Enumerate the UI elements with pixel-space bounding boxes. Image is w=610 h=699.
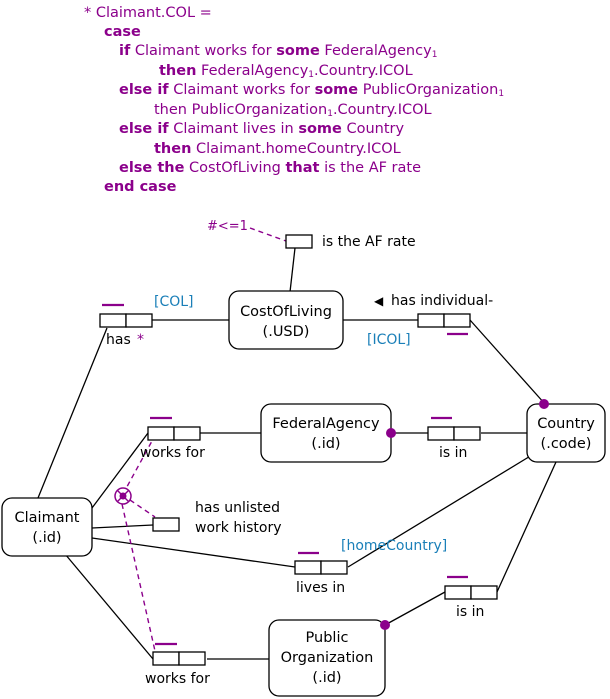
fact-po-is-in[interactable]: is in (444, 575, 498, 620)
role-name-homecountry: [homeCountry] (341, 538, 447, 554)
link-claimant-unlisted (91, 524, 154, 529)
fact-label: is in (456, 604, 484, 620)
rule-line-8: then Claimant.homeCountry.ICOL (154, 141, 401, 157)
entity-name-line1: Public (306, 630, 349, 646)
exclusive-or-constraint (114, 487, 132, 505)
fact-label: is in (439, 445, 467, 461)
fact-works-for-fa[interactable]: works for (140, 416, 205, 461)
fact-lives-in[interactable]: lives in [homeCountry] (294, 538, 447, 596)
entity-box[interactable] (228, 290, 344, 350)
mandatory-dot-federalagency (386, 428, 396, 438)
entity-name: Claimant (15, 510, 80, 526)
link-claimant-worksfor-po (59, 547, 154, 660)
rule-line-7: else if Claimant lives in some Country (119, 121, 405, 137)
link-claimant-worksfor-fa (91, 432, 149, 509)
entity-name: FederalAgency (272, 416, 380, 432)
fact-label: has individual- (391, 293, 493, 309)
role-box-1[interactable] (444, 585, 472, 600)
role-box[interactable] (152, 517, 180, 532)
role-box-2[interactable] (173, 426, 201, 441)
exclusion-line-po (121, 503, 156, 652)
entity-ref: (.id) (311, 436, 340, 452)
entity-ref: (.USD) (263, 324, 310, 340)
rule-line-9: else the CostOfLiving that is the AF rat… (119, 160, 422, 176)
role-box-2[interactable] (178, 651, 206, 666)
fact-af-rate[interactable]: is the AF rate #<=1 (207, 219, 416, 250)
link-claimant-has (37, 327, 108, 499)
reading-direction-arrow: ◀ (374, 294, 384, 308)
mandatory-dot-publicorganization (380, 620, 390, 630)
connectors (37, 247, 557, 660)
role-box[interactable] (285, 234, 313, 249)
rule-line-4: then FederalAgency1.Country.ICOL (159, 63, 413, 80)
entity-ref: (.code) (541, 436, 592, 452)
role-name-col: [COL] (154, 294, 194, 310)
fact-label-line2: work history (195, 520, 281, 536)
fact-label: is the AF rate (322, 234, 416, 250)
entity-ref: (.id) (32, 530, 61, 546)
role-box-1[interactable] (147, 426, 175, 441)
fact-individual-col[interactable]: ◀ has individual- [ICOL] (367, 293, 493, 348)
mandatory-dot-country (539, 399, 549, 409)
entity-country[interactable]: Country (.code) (526, 403, 606, 463)
fact-label: has (106, 332, 131, 348)
link-claimant-livesin (91, 537, 296, 568)
derived-marker: * (137, 332, 144, 348)
fact-label: lives in (296, 580, 345, 596)
link-po-isin (384, 591, 446, 626)
role-box-1[interactable] (294, 560, 322, 575)
fact-label: works for (140, 445, 205, 461)
link-isin-country-2 (496, 461, 557, 593)
fact-fa-is-in[interactable]: is in (427, 416, 481, 461)
rule-head: * Claimant.COL = (84, 5, 212, 21)
frequency-constraint: #<=1 (207, 219, 248, 234)
role-box-1[interactable] (152, 651, 180, 666)
role-box-2[interactable] (443, 313, 471, 328)
entity-name-line2: Organization (281, 650, 374, 666)
fact-label-line1: has unlisted (195, 500, 280, 516)
role-box-2[interactable] (453, 426, 481, 441)
derivation-rule: * Claimant.COL = case if Claimant works … (0, 0, 610, 200)
role-box-2[interactable] (125, 313, 153, 328)
entity-ref: (.id) (312, 670, 341, 686)
entity-box[interactable] (1, 497, 93, 557)
rule-line-3: if Claimant works for some FederalAgency… (119, 43, 438, 60)
role-name-icol: [ICOL] (367, 332, 411, 348)
exclusion-line-fa (122, 440, 153, 495)
rule-line-10: end case (104, 179, 177, 195)
link-icol-country (469, 319, 546, 405)
link-afrate-col (289, 247, 296, 293)
entity-box[interactable] (268, 619, 386, 697)
link-livesin-country (347, 454, 533, 568)
rule-line-6: then PublicOrganization1.Country.ICOL (154, 102, 432, 119)
entity-publicorganization[interactable]: Public Organization (.id) (268, 619, 386, 697)
xor-cross-2 (117, 490, 129, 502)
entity-federalagency[interactable]: FederalAgency (.id) (260, 403, 392, 463)
entity-name: CostOfLiving (240, 304, 332, 320)
role-box-1[interactable] (417, 313, 445, 328)
exclusion-line-unlisted (129, 499, 156, 518)
entity-box[interactable] (526, 403, 606, 463)
rule-line-5: else if Claimant works for some PublicOr… (119, 82, 505, 99)
entity-costofliving[interactable]: CostOfLiving (.USD) (228, 290, 344, 350)
role-box-1[interactable] (427, 426, 455, 441)
role-box-1[interactable] (99, 313, 127, 328)
frequency-constraint-line (249, 227, 287, 242)
fact-works-for-po[interactable]: works for (145, 642, 210, 687)
entity-claimant[interactable]: Claimant (.id) (1, 497, 93, 557)
entity-box[interactable] (260, 403, 392, 463)
fact-unlisted-work-history[interactable]: has unlisted work history (152, 500, 281, 536)
role-box-2[interactable] (320, 560, 348, 575)
fact-label: works for (145, 671, 210, 687)
fact-has-col[interactable]: has * [COL] (99, 294, 194, 348)
rule-keyword: case (104, 24, 141, 40)
rule-line-1: * Claimant.COL = (84, 4, 212, 22)
rule-line-2: case (104, 23, 141, 41)
role-box-2[interactable] (470, 585, 498, 600)
constraint-lines (121, 227, 287, 652)
entity-name: Country (537, 416, 595, 432)
